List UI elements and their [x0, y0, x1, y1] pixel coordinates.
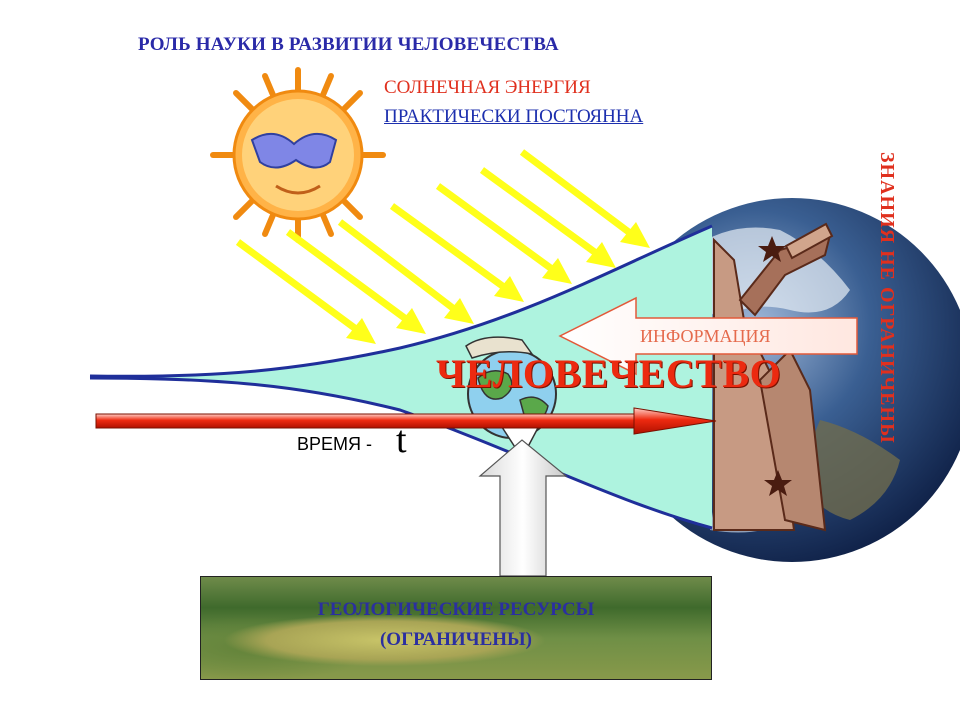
information-label: ИНФОРМАЦИЯ [640, 326, 771, 346]
time-axis-label: ВРЕМЯ - [297, 434, 373, 454]
humanity-label: ЧЕЛОВЕЧЕСТВО [436, 351, 782, 396]
resources-up-arrow [478, 439, 568, 577]
sun-rays [235, 149, 650, 344]
information-arrow [558, 296, 858, 376]
page-title: РОЛЬ НАУКИ В РАЗВИТИИ ЧЕЛОВЕЧЕСТВА [138, 34, 559, 55]
geological-resources-label: ГЕОЛОГИЧЕСКИЕ РЕСУРСЫ [317, 599, 595, 620]
sun-ray-arrow [337, 219, 474, 324]
humanity-cone [90, 226, 712, 528]
sun-ray-arrow [235, 239, 376, 344]
knowledge-label: ЗНАНИЯ НЕ ОГРАНИЧЕНЫ [876, 152, 898, 444]
sun-ray-arrow [479, 167, 616, 268]
sun-ray-arrow [435, 183, 572, 284]
sun-ray-arrow [519, 149, 650, 248]
solar-energy-label: СОЛНЕЧНАЯ ЭНЕРГИЯ [384, 77, 591, 98]
solar-energy-subtitle: ПРАКТИЧЕСКИ ПОСТОЯННА [384, 106, 644, 127]
geological-resources-note: (ОГРАНИЧЕНЫ) [379, 629, 533, 650]
time-axis-symbol: t [396, 419, 407, 461]
sun-ray-arrow [389, 203, 524, 302]
time-arrow [95, 407, 717, 435]
geological-resources-box: ГЕОЛОГИЧЕСКИЕ РЕСУРСЫ (ОГРАНИЧЕНЫ) [200, 576, 712, 680]
sun-ray-arrow [285, 229, 426, 334]
wizard-astronomer-icon [713, 222, 834, 532]
sun-icon [210, 67, 386, 243]
